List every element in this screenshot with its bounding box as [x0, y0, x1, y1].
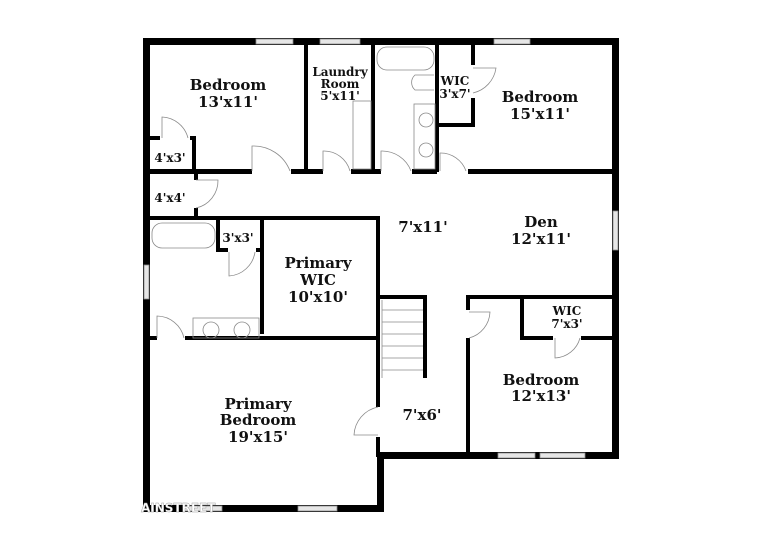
room-name: WIC: [299, 271, 336, 289]
vanity: [192, 317, 260, 339]
room-size: 7'x6': [402, 406, 441, 424]
room-name: WIC: [440, 74, 470, 88]
room-size: 5'x11': [320, 89, 360, 103]
doors: [156, 67, 581, 436]
room-size: 19'x15': [228, 428, 288, 446]
staircase: [381, 300, 423, 378]
room-size: 7'x3': [551, 317, 582, 331]
room-size: 4'x3': [154, 151, 185, 165]
room-name: Room: [321, 77, 360, 91]
room-labels: Bedroom 13'x11' Laundry Room 5'x11' WIC …: [154, 65, 582, 446]
room-size: 15'x11': [510, 105, 570, 123]
room-name: Laundry: [312, 65, 368, 79]
toilet: [411, 74, 434, 91]
room-size: 12'x11': [511, 230, 571, 248]
room-name: Bedroom: [502, 88, 579, 106]
room-name: Den: [524, 213, 558, 231]
room-size: 13'x11': [198, 93, 258, 111]
room-size: 4'x4': [154, 191, 185, 205]
room-name: Primary: [284, 254, 352, 272]
room-size: 12'x13': [511, 387, 571, 405]
vanity: [413, 103, 436, 170]
room-size: 3'x3': [222, 231, 253, 245]
fixtures: [151, 46, 436, 378]
room-size: 7'x11': [398, 218, 447, 236]
room-name: Bedroom: [503, 371, 580, 389]
room-name: Bedroom: [190, 76, 267, 94]
room-name: Bedroom: [220, 411, 297, 429]
bathtub: [151, 222, 216, 249]
room-size: 10'x10': [288, 288, 348, 306]
bathtub: [376, 46, 435, 71]
watermark: AINSTREET: [141, 501, 216, 515]
laundry-counter: [352, 100, 372, 170]
room-name: Primary: [224, 395, 292, 413]
room-size: 3'x7': [439, 87, 470, 101]
windows: [143, 38, 619, 512]
room-name: WIC: [552, 304, 582, 318]
